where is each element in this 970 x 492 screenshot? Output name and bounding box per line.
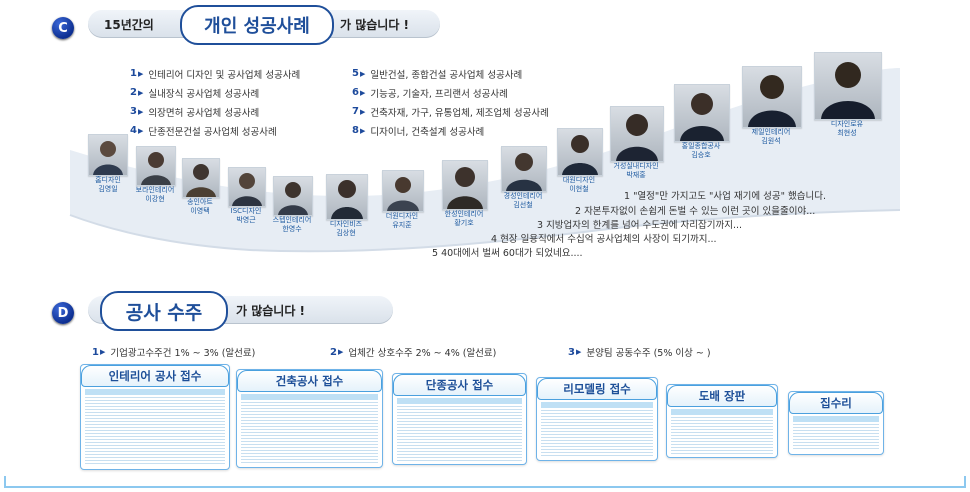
list-item: 1▶인테리어 디자인 및 공사업체 성공사례 [130,68,301,81]
board-wallpaper[interactable]: 도배 장판 [666,384,778,458]
board-list [793,416,879,451]
person-photo [501,146,547,192]
section-c-title-prefix: 15년간의 [104,18,154,32]
person-card: 더원디자인 유지훈 [380,170,424,230]
list-item: 3▶의장면허 공사업체 성공사례 [130,106,260,119]
quote-1: 1 "열정"만 가지고도 "사업 재기에 성공" 했습니다. [624,191,826,202]
person-card: 디자인비즈 김상현 [324,174,368,238]
quote-5: 5 40대에서 벌써 60대가 되었네요.... [432,248,583,259]
board-list [397,398,522,461]
triangle-icon: ▶ [337,348,344,356]
triangle-icon: ▶ [575,348,582,356]
section-d-title-pill: 공사 수주 [100,291,228,331]
person-icon [680,93,724,141]
list-item: 2▶업체간 상호수주 2% ~ 4% (알선료) [330,346,497,360]
list-item: 4▶단종전문건설 공사업체 성공사례 [130,125,277,138]
person-card: 디자인로유 최현성 [812,52,882,138]
person-photo [814,52,882,120]
person-photo [382,170,424,212]
list-item: 7▶건축자재, 가구, 유통업체, 제조업체 성공사례 [352,106,549,119]
triangle-icon: ▶ [137,126,144,135]
board-remodeling[interactable]: 리모델링 접수 [536,377,658,461]
person-card: 홈디자인 김영일 [88,134,128,194]
section-d-badge: D [52,302,74,324]
person-icon [506,153,542,191]
section-c-badge: C [52,17,74,39]
person-icon [186,164,216,197]
person-card: 대원디자인 이현철 [554,128,604,194]
section-d-title-suffix: 가 많습니다 ! [236,304,306,318]
person-icon [331,180,363,219]
person-icon [141,152,171,185]
triangle-icon: ▶ [137,107,144,116]
section-c-title-suffix: 가 많습니다 ! [340,18,410,32]
board-list [541,402,653,457]
person-photo [326,174,368,220]
person-photo [182,158,220,198]
triangle-icon: ▶ [359,88,366,97]
list-item: 1▶기업광고수주건 1% ~ 3% (알선료) [92,346,256,360]
board-specialty[interactable]: 단종공사 접수 [392,373,527,465]
person-card: 한성인테리어 황기호 [440,160,488,228]
triangle-icon: ▶ [137,69,144,78]
person-icon [93,141,123,175]
person-photo [674,84,730,142]
person-photo [610,106,664,162]
person-photo [742,66,802,128]
section-c-title-pill: 개인 성공사례 [180,5,334,45]
person-card: 홍일종합공사 김승호 [672,84,730,160]
quote-3: 3 지방업자의 한계를 넘어 수도권에 자리잡기까지... [537,220,743,231]
person-card: 경성인테리어 김선철 [498,146,548,210]
person-card: 보라인테리어 이강현 [133,146,177,204]
person-photo [442,160,488,210]
board-construction[interactable]: 건축공사 접수 [236,369,383,468]
quote-2: 2 자본투자없이 손쉽게 돈벌 수 있는 이런 곳이 있을줄이야... [575,206,816,217]
person-icon [278,182,308,215]
triangle-icon: ▶ [359,126,366,135]
person-icon [447,167,483,209]
list-item: 5▶일반건설, 종합건설 공사업체 성공사례 [352,68,523,81]
section-c-list: 1▶인테리어 디자인 및 공사업체 성공사례 2▶실내장식 공사업체 성공사례 … [130,64,300,140]
board-interior[interactable]: 인테리어 공사 접수 [80,364,230,470]
person-card: 스텝인테리어 한영수 [270,176,314,234]
triangle-icon: ▶ [137,88,144,97]
person-icon [387,177,419,211]
person-photo [88,134,128,176]
person-icon [562,135,598,175]
quote-4: 4 현장 일용직에서 수십억 공사업체의 사장이 되기까지... [491,234,717,245]
bottom-frame [4,476,966,488]
person-card: 거성실내디자인 박재홍 [608,106,664,180]
person-photo [136,146,176,186]
person-photo [228,167,266,207]
section-c-list-2: 5▶일반건설, 종합건설 공사업체 성공사례 6▶기능공, 기술자, 프리랜서 … [352,64,549,140]
person-icon [616,114,658,161]
list-item: 8▶디자이너, 건축설계 성공사례 [352,125,485,138]
person-icon [748,75,796,127]
person-photo [557,128,603,176]
list-item: 3▶분양팀 공동수주 (5% 이상 ~ ) [568,346,711,360]
person-icon [821,62,875,119]
list-item: 6▶기능공, 기술자, 프리랜서 성공사례 [352,87,508,100]
person-photo [273,176,313,216]
board-house-repair[interactable]: 집수리 [788,391,884,455]
triangle-icon: ▶ [359,107,366,116]
person-card: ISC디자인 박영근 [226,167,266,225]
list-item: 2▶실내장식 공사업체 성공사례 [130,87,260,100]
person-card: 송인아트 이영택 [180,158,220,216]
person-icon [232,173,262,206]
person-card: 제일인테리어 김원석 [740,66,802,146]
triangle-icon: ▶ [359,69,366,78]
triangle-icon: ▶ [99,348,106,356]
board-list [85,389,225,466]
board-list [241,394,378,464]
board-list [671,409,773,454]
